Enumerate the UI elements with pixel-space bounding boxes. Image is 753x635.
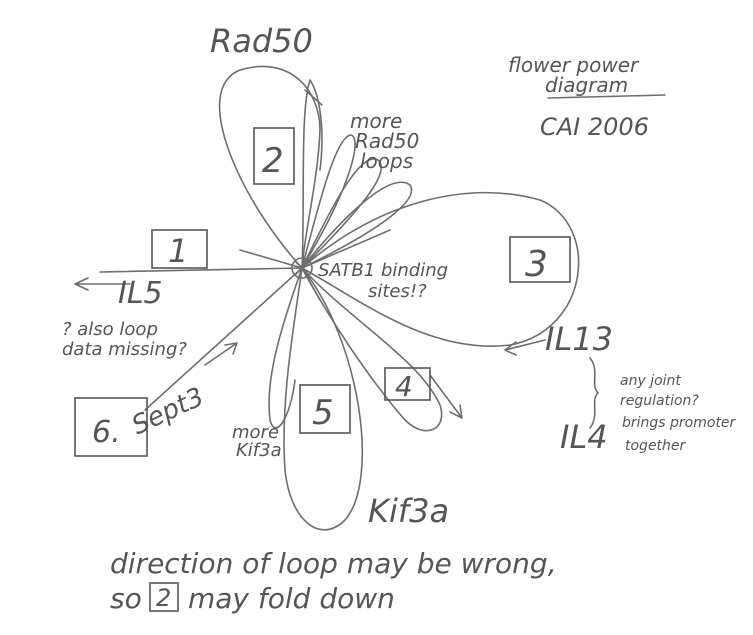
loop-4-box [384, 367, 431, 401]
brace-icon [589, 357, 599, 429]
loop-4-label: 4 [395, 370, 413, 403]
footer-loop-2-box [149, 582, 179, 612]
diagram-title: CAI 2006 [540, 113, 649, 141]
il4-label: IL4 [560, 418, 608, 456]
il13-label: IL13 [545, 320, 613, 358]
loop-4-arrow-icon [429, 374, 463, 419]
kif3a-label: Kif3a [368, 492, 449, 530]
rad50-label: Rad50 [210, 22, 313, 60]
more-kif3a-label: Kif3a [236, 440, 282, 461]
footer-note: 2 [156, 584, 171, 612]
il5-note: ? also loop [62, 319, 158, 340]
il5-arrow-icon [74, 277, 131, 291]
satb1-label: SATB1 binding [318, 260, 448, 281]
loop-3-label: 3 [525, 244, 548, 285]
loop-2-label: 2 [262, 141, 284, 181]
more-rad50-label: Rad50 [355, 129, 419, 153]
more-kif3a-petal [268, 267, 303, 429]
more-rad50-loop-petal [301, 134, 356, 269]
rad50-loop-petal [301, 79, 323, 269]
satb1-binding-site-icon [291, 257, 313, 279]
loop-1-label: 1 [168, 232, 188, 270]
loop-6-label: 6. [92, 415, 121, 450]
sept3-line [144, 267, 303, 411]
loop-2-box [253, 127, 295, 185]
joint-regulation-note: regulation? [620, 393, 699, 409]
more-rad50-loop-petal [301, 181, 413, 269]
loop-3-box [509, 236, 571, 283]
loop-5-box [299, 384, 351, 434]
more-rad50-label: loops [360, 149, 413, 173]
title-underline [547, 94, 666, 99]
sept3-arrow-icon [204, 342, 238, 366]
il5-note: data missing? [62, 339, 187, 360]
diagram-title: flower power [508, 53, 640, 77]
sept3-label: Sept3 [127, 382, 208, 441]
diagram-title: diagram [545, 73, 628, 97]
loop-4-petal [301, 267, 443, 432]
joint-regulation-note: together [625, 438, 687, 454]
more-rad50-loop-petal [301, 158, 383, 269]
footer-note: so [110, 582, 142, 615]
il5-line [99, 267, 303, 273]
loop-3-petal [301, 191, 580, 347]
rad50-arrow-icon [304, 89, 323, 106]
loop-6-box [74, 397, 148, 457]
loop-5-label: 5 [312, 393, 334, 433]
joint-regulation-note: brings promoter [622, 415, 737, 431]
footer-note: may fold down [188, 582, 395, 615]
loop-2-petal [218, 65, 321, 269]
loop-1-box [151, 229, 208, 269]
satb1-label: sites!? [368, 281, 427, 302]
loop-5-petal [283, 267, 364, 531]
joint-regulation-note: any joint [620, 373, 681, 389]
il13-arrow-icon [504, 339, 546, 356]
il5-label: IL5 [118, 276, 163, 311]
more-rad50-label: more [350, 109, 402, 133]
more-kif3a-label: more [232, 422, 279, 443]
footer-note: direction of loop may be wrong, [110, 547, 557, 580]
